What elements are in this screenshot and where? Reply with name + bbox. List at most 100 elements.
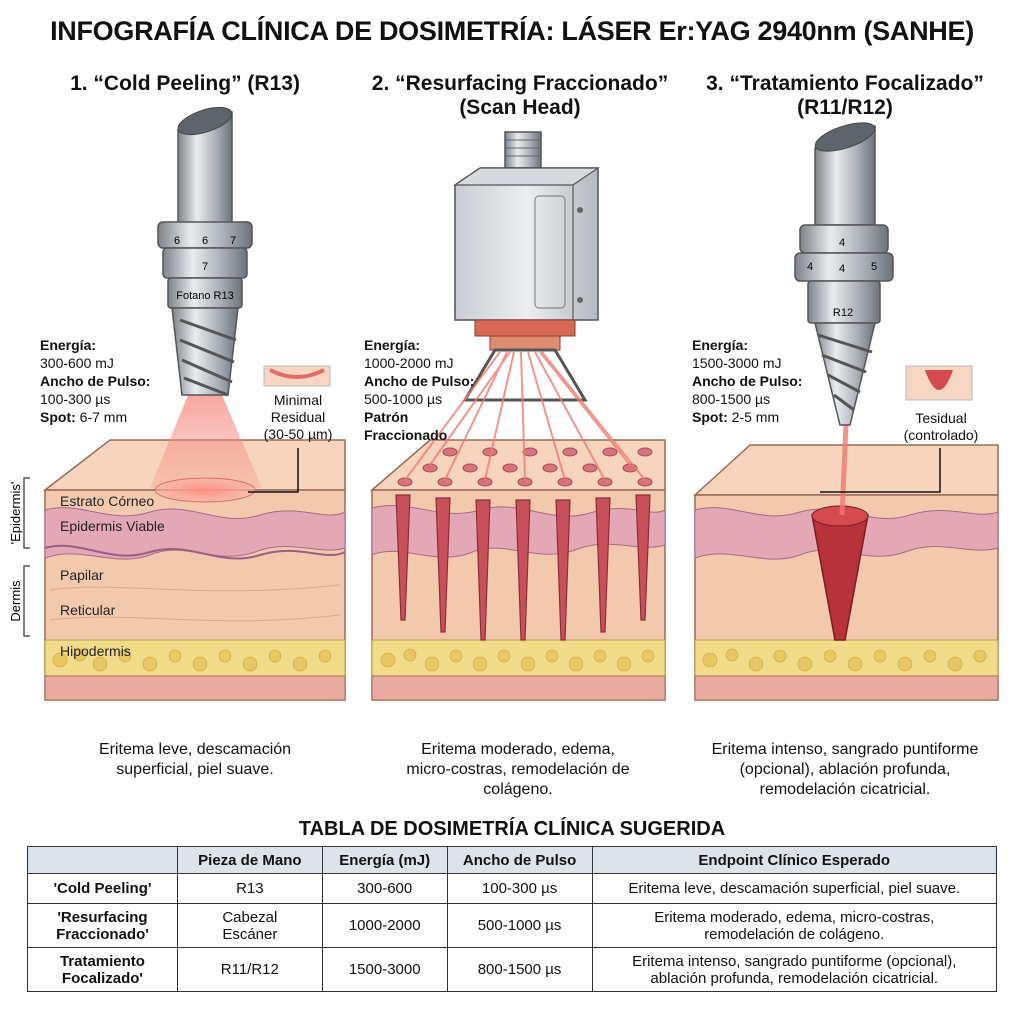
main-title: INFOGRAFÍA CLÍNICA DE DOSIMETRÍA: LÁSER … xyxy=(50,16,974,46)
energy-value: 1000-2000 mJ xyxy=(364,355,454,371)
illustration-canvas: 6 6 7 7 Fotano R13 'Epidermis' Dermis xyxy=(8,106,999,701)
dermis-bracket xyxy=(23,565,30,637)
spot-label: Spot: xyxy=(40,409,76,425)
pattern-label: Patrón xyxy=(364,409,409,425)
dermis-group-label: Dermis xyxy=(8,580,23,622)
callout-line: Residual xyxy=(270,409,326,425)
energy-label: Energía: xyxy=(364,337,421,353)
panel-3-specs: Energía: 1500-3000 mJ Ancho de Pulso: 80… xyxy=(692,336,832,426)
table-header-cell xyxy=(27,846,178,874)
table-cell-pulse: 500-1000 µs xyxy=(446,903,593,948)
panel-1-laser-spot xyxy=(154,477,256,503)
spot-value: 2-5 mm xyxy=(731,409,780,425)
outcome-line: micro-costras, remodelación de xyxy=(406,761,630,778)
pulse-label: Ancho de Pulso: xyxy=(692,373,803,389)
pulse-label: Ancho de Pulso: xyxy=(40,373,151,389)
panel-1-callout-text: Minimal Residual (30-50 µm) xyxy=(250,392,346,443)
panel-1-callout-line xyxy=(248,448,299,493)
panel-1-ring-number: 7 xyxy=(202,261,208,273)
cell-line: Eritema leve, descamación superficial, p… xyxy=(628,880,961,897)
table-cell-energy: 1000-2000 xyxy=(321,903,448,948)
callout-line: (30-50 µm) xyxy=(263,426,333,442)
layer-label-stratum: Estrato Córneo xyxy=(60,493,155,509)
table-header-cell: Ancho de Pulso xyxy=(446,846,593,874)
outcome-line: Eritema moderado, edema, xyxy=(421,741,615,758)
panel-2-title: 2. “Resurfacing Fraccionado” (Scan Head) xyxy=(340,72,700,120)
panel-3-title-line: 3. “Tratamiento Focalizado” xyxy=(706,72,984,95)
spot-value: 6-7 mm xyxy=(79,409,128,425)
panel-1-handpiece-label: Fotano R13 xyxy=(176,290,233,302)
table-header-cell: Pieza de Mano xyxy=(176,846,323,874)
layer-label-papillary: Papilar xyxy=(60,567,104,583)
cell-line: ablación profunda, remodelación cicatric… xyxy=(650,969,939,987)
cell-line: Escáner xyxy=(222,925,278,943)
cell-line: Eritema moderado, edema, micro-costras, xyxy=(654,908,935,926)
epidermis-group-label: 'Epidermis' xyxy=(8,482,23,545)
outcome-line: Eritema leve, descamación xyxy=(98,741,292,758)
table-cell-handpiece: R11/R12 xyxy=(176,947,323,992)
panel-1-outcome: Eritema leve, descamación superficial, p… xyxy=(40,740,350,780)
pulse-value: 500-1000 µs xyxy=(364,391,443,407)
energy-label: Energía: xyxy=(40,337,97,353)
outcome-line: colágeno. xyxy=(483,781,553,798)
callout-line: Minimal xyxy=(273,392,323,408)
table-cell-handpiece: R13 xyxy=(176,873,323,904)
outcome-line: Eritema intenso, sangrado puntiforme xyxy=(711,741,979,758)
table-cell-energy: 300-600 xyxy=(321,873,448,904)
table-header-cell: Endpoint Clínico Esperado xyxy=(591,846,997,874)
table-cell-energy: 1500-3000 xyxy=(321,947,448,992)
table-cell-pulse: 800-1500 µs xyxy=(446,947,593,992)
table-cell-endpoint: Eritema intenso, sangrado puntiforme (op… xyxy=(591,947,997,992)
panel-1-handpiece xyxy=(157,106,253,397)
outcome-line: remodelación cicatricial. xyxy=(759,781,931,798)
dosimetry-table: Pieza de Mano Energía (mJ) Ancho de Puls… xyxy=(27,846,997,992)
panel-3-title-line: (R11/R12) xyxy=(797,96,893,119)
energy-label: Energía: xyxy=(692,337,749,353)
pulse-value: 800-1500 µs xyxy=(692,391,771,407)
panel-1-ring-number: 6 xyxy=(174,235,180,247)
panel-3-handpiece-label: R12 xyxy=(833,307,853,319)
cell-line: Fraccionado' xyxy=(56,925,149,943)
layer-label-hypodermis: Hipodermis xyxy=(60,643,131,659)
panel-3-ring-number: 5 xyxy=(871,261,877,273)
panel-2-title-line: 2. “Resurfacing Fraccionado” xyxy=(371,72,669,95)
cell-line: Focalizado' xyxy=(61,969,143,987)
cell-line: R11/R12 xyxy=(220,961,279,978)
spot-label: Spot: xyxy=(692,409,728,425)
cell-line: Tratamiento xyxy=(59,952,145,970)
panel-2-title-line: (Scan Head) xyxy=(459,96,581,119)
table-header-cell: Energía (mJ) xyxy=(321,846,448,874)
panel-1-specs: Energía: 300-600 mJ Ancho de Pulso: 100-… xyxy=(40,336,190,426)
panel-1-ring-number: 7 xyxy=(230,235,236,247)
panel-3-title: 3. “Tratamiento Focalizado” (R11/R12) xyxy=(690,72,1000,120)
panel-2-laser-beams xyxy=(404,351,646,481)
panel-1-skin-block xyxy=(42,439,346,701)
outcome-line: superficial, piel suave. xyxy=(116,761,274,778)
pulse-label: Ancho de Pulso: xyxy=(364,373,475,389)
panel-1-laser-beam xyxy=(150,395,262,488)
epidermis-bracket xyxy=(23,477,30,549)
cell-line: 'Resurfacing xyxy=(57,908,148,926)
panel-3-ring-number: 4 xyxy=(807,261,813,273)
cell-line: remodelación de colágeno. xyxy=(704,925,885,943)
layer-label-viable: Epidermis Viable xyxy=(60,518,165,534)
panel-1-title-line: 1. “Cold Peeling” (R13) xyxy=(70,72,300,95)
panel-3-handpiece xyxy=(794,122,894,426)
pattern-label: Fraccionado xyxy=(364,427,448,443)
table-title: TABLA DE DOSIMETRÍA CLÍNICA SUGERIDA xyxy=(298,818,726,840)
panel-2-scan-head xyxy=(453,131,600,402)
panel-3-ring-number: 4 xyxy=(839,237,845,249)
panel-1-title: 1. “Cold Peeling” (R13) xyxy=(40,72,330,96)
table-cell-endpoint: Eritema moderado, edema, micro-costras,r… xyxy=(591,903,997,948)
callout-line: Tesidual xyxy=(915,410,967,426)
panel-3-laser-beam xyxy=(839,424,849,516)
cell-line: Cabezal xyxy=(222,908,278,926)
panel-3-outcome: Eritema intenso, sangrado puntiforme (op… xyxy=(690,740,1000,800)
table-row: 'Cold Peeling' R13 300-600 100-300 µs Er… xyxy=(27,873,997,904)
panel-2-skin-block xyxy=(369,439,666,701)
